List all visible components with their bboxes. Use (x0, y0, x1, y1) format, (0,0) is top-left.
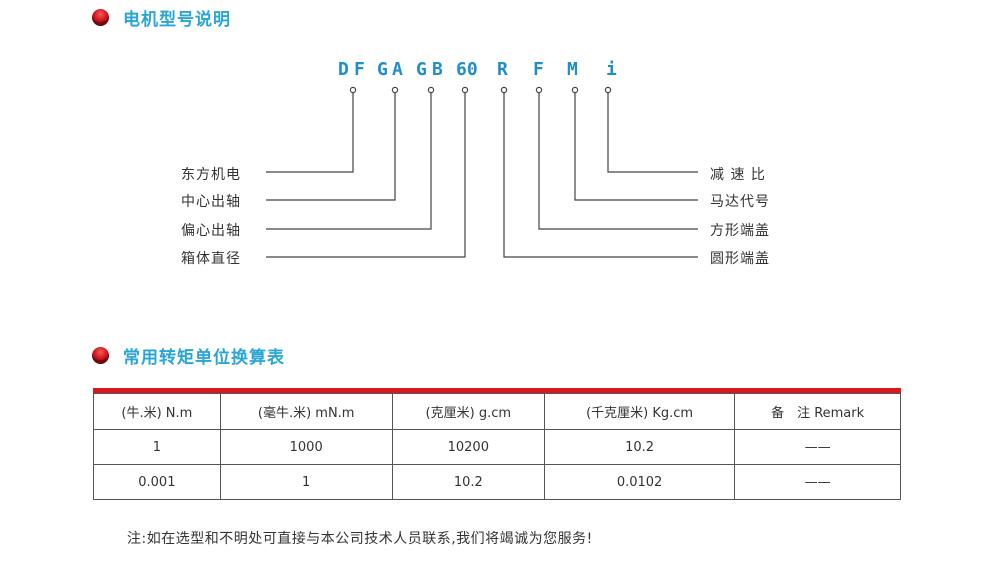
model-code-char: M (567, 59, 578, 80)
table-cell: 0.0102 (543, 464, 736, 500)
label-motor-code: 马达代号 (710, 194, 770, 210)
table-cell: 1000 (219, 429, 393, 465)
model-code-char: 60 (456, 59, 478, 80)
connector-line (266, 93, 354, 173)
red-bullet-icon (92, 9, 109, 26)
table-cell: 10.2 (543, 429, 736, 465)
table-header-cell: (牛.米) N.m (93, 393, 221, 430)
model-code-char: F (533, 59, 544, 80)
table-cell: 10.2 (391, 464, 545, 500)
model-code-char: A (392, 59, 403, 80)
connector-dot (571, 86, 579, 94)
table-header-cell: 备 注 Remark (734, 393, 901, 430)
table-header-cell: (千克厘米) Kg.cm (543, 393, 736, 430)
table-header-row: (牛.米) N.m (毫牛.米) mN.m (克厘米) g.cm (千克厘米) … (93, 393, 901, 430)
table-cell: —— (734, 464, 901, 500)
table-cell: —— (734, 429, 901, 465)
connector-line (574, 93, 698, 201)
model-code-char: D (338, 59, 349, 80)
torque-conversion-table: (牛.米) N.m (毫牛.米) mN.m (克厘米) g.cm (千克厘米) … (93, 388, 901, 500)
connector-dot (427, 86, 435, 94)
label-ratio: 减 速 比 (710, 167, 766, 183)
section-title-text: 电机型号说明 (123, 10, 231, 30)
table-row: 0.001 1 10.2 0.0102 —— (93, 464, 901, 500)
connector-line (607, 93, 698, 173)
section-title-text: 常用转矩单位换算表 (123, 348, 285, 368)
connector-dot (535, 86, 543, 94)
connector-line (266, 93, 432, 230)
section-title-model: 电机型号说明 (92, 5, 231, 30)
connector-dot (604, 86, 612, 94)
connector-line (503, 93, 698, 258)
table-cell: 1 (93, 429, 221, 465)
table-cell: 1 (219, 464, 393, 500)
section-title-torque: 常用转矩单位换算表 (92, 343, 285, 368)
model-code-diagram (266, 86, 698, 258)
model-code-char: B (432, 59, 443, 80)
label-square-cover: 方形端盖 (710, 223, 770, 239)
model-code-char: R (497, 59, 508, 80)
label-box-diameter: 箱体直径 (181, 251, 241, 267)
model-code-char: G (416, 59, 427, 80)
label-round-cover: 圆形端盖 (710, 251, 770, 267)
contact-note: 注:如在选型和不明处可直接与本公司技术人员联系,我们将竭诚为您服务! (127, 531, 593, 547)
model-code-char: i (606, 59, 617, 80)
red-bullet-icon (92, 347, 109, 364)
connector-dot (500, 86, 508, 94)
label-center-shaft: 中心出轴 (181, 194, 241, 210)
table-cell: 10200 (391, 429, 545, 465)
model-code-char: G (377, 59, 388, 80)
table-row: 1 1000 10200 10.2 —— (93, 429, 901, 465)
table-header-cell: (克厘米) g.cm (391, 393, 545, 430)
label-offset-shaft: 偏心出轴 (181, 223, 241, 239)
connector-dot (461, 86, 469, 94)
model-code-char: F (354, 59, 365, 80)
label-company: 东方机电 (181, 167, 241, 183)
connector-dot (349, 86, 357, 94)
table-header-cell: (毫牛.米) mN.m (219, 393, 393, 430)
connector-line (266, 93, 396, 201)
table-cell: 0.001 (93, 464, 221, 500)
connector-dot (391, 86, 399, 94)
connector-line (266, 93, 466, 258)
connector-line (538, 93, 698, 230)
